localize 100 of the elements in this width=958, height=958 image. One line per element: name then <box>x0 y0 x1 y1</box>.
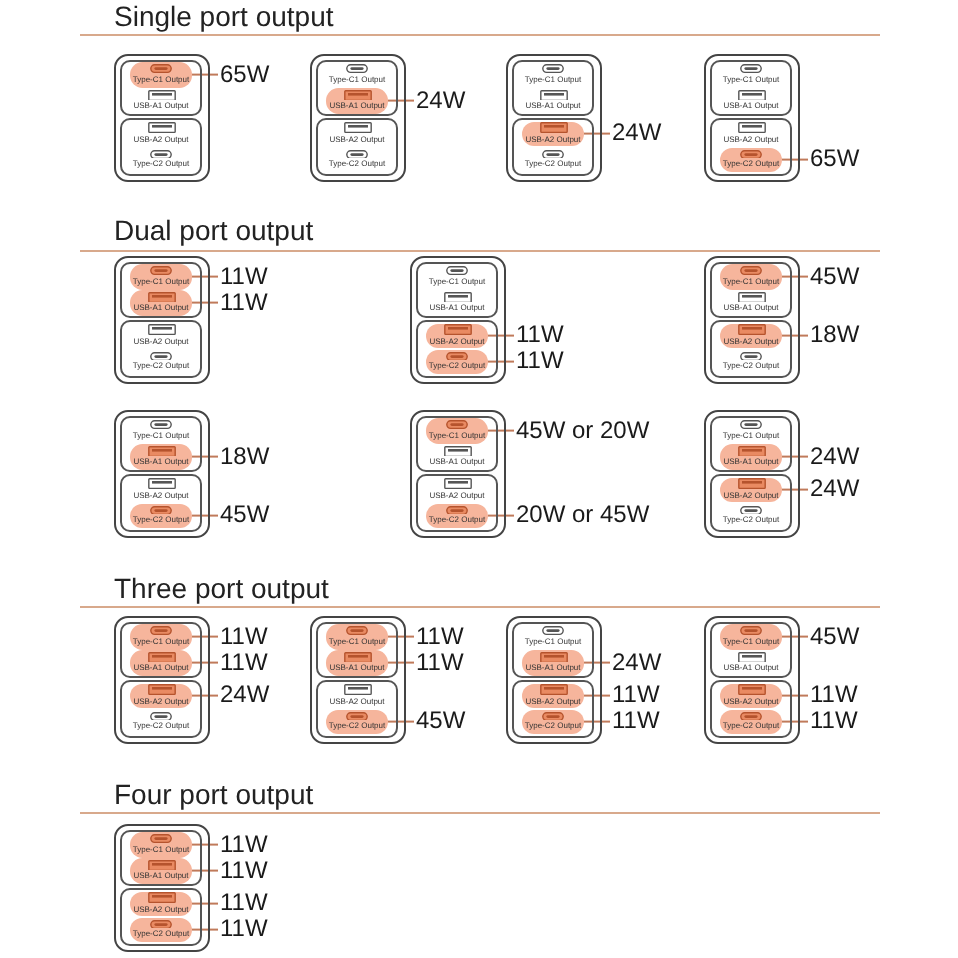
port-module <box>416 320 499 377</box>
leader-line <box>583 132 611 135</box>
leader-line <box>191 661 219 664</box>
port-highlight <box>130 891 192 916</box>
port-module <box>120 320 203 377</box>
leader-line <box>387 635 415 638</box>
port-highlight <box>326 709 388 734</box>
port-highlight <box>522 709 584 734</box>
port-highlight <box>130 832 192 857</box>
charger-body <box>704 616 800 744</box>
leader-line <box>583 720 611 723</box>
leader-line <box>781 158 809 161</box>
wattage-label: 24W <box>810 476 860 503</box>
wattage-label: 11W <box>220 831 268 858</box>
section-heading: Four port output <box>114 778 314 810</box>
charger-body <box>310 54 406 182</box>
leader-line <box>191 902 219 905</box>
wattage-label: 11W <box>810 708 858 735</box>
leader-line <box>191 514 219 517</box>
port-module <box>120 474 203 531</box>
leader-line <box>781 720 809 723</box>
leader-line <box>191 694 219 697</box>
port-module <box>120 261 203 318</box>
charger-body <box>310 616 406 744</box>
leader-line <box>487 429 515 432</box>
wattage-label: 11W <box>612 708 660 735</box>
wattage-label: 11W <box>220 916 268 943</box>
port-module <box>120 118 203 175</box>
wattage-label: 11W <box>516 348 564 375</box>
wattage-label: 24W <box>612 649 662 676</box>
section-heading: Three port output <box>114 572 329 604</box>
wattage-label: 65W <box>810 146 860 173</box>
port-highlight <box>522 650 584 675</box>
wattage-label: 11W <box>416 649 464 676</box>
port-highlight <box>522 683 584 708</box>
port-highlight <box>720 709 782 734</box>
port-highlight <box>720 683 782 708</box>
port-module <box>316 680 399 737</box>
port-module <box>316 621 399 678</box>
leader-line <box>583 661 611 664</box>
wattage-label: 20W or 45W <box>516 502 650 529</box>
port-highlight <box>426 503 488 528</box>
charger-body <box>114 410 210 538</box>
port-highlight <box>130 444 192 469</box>
port-module <box>710 261 793 318</box>
wattage-label: 45W <box>416 708 466 735</box>
charger-body <box>704 54 800 182</box>
port-highlight <box>130 683 192 708</box>
leader-line <box>487 514 515 517</box>
wattage-label: 45W or 20W <box>516 417 650 444</box>
wattage-label: 45W <box>220 502 270 529</box>
leader-line <box>191 301 219 304</box>
port-module <box>710 474 793 531</box>
port-highlight <box>326 88 388 113</box>
port-highlight <box>720 323 782 348</box>
section-heading: Dual port output <box>114 214 314 246</box>
wattage-label: 24W <box>612 120 662 147</box>
leader-line <box>387 661 415 664</box>
leader-line <box>191 928 219 931</box>
port-highlight <box>720 264 782 289</box>
port-module <box>416 415 499 472</box>
leader-line <box>583 694 611 697</box>
wattage-label: 11W <box>220 263 268 290</box>
wattage-label: 11W <box>416 623 464 650</box>
port-module <box>710 621 793 678</box>
leader-line <box>781 334 809 337</box>
port-highlight <box>720 477 782 502</box>
leader-line <box>781 488 809 491</box>
port-highlight <box>130 264 192 289</box>
wattage-label: 24W <box>416 87 466 114</box>
section-heading: Single port output <box>114 0 334 32</box>
port-module <box>710 320 793 377</box>
port-module <box>120 415 203 472</box>
port-highlight <box>426 323 488 348</box>
port-highlight <box>130 624 192 649</box>
wattage-label: 18W <box>810 322 860 349</box>
wattage-label: 11W <box>516 322 564 349</box>
wattage-label: 11W <box>220 623 268 650</box>
port-module <box>512 680 595 737</box>
wattage-label: 45W <box>810 263 860 290</box>
charger-body <box>506 616 602 744</box>
wattage-label: 65W <box>220 61 270 88</box>
port-highlight <box>426 349 488 374</box>
leader-line <box>387 99 415 102</box>
leader-line <box>781 635 809 638</box>
port-module <box>120 829 203 886</box>
port-highlight <box>130 917 192 942</box>
leader-line <box>191 635 219 638</box>
leader-line <box>781 694 809 697</box>
port-module <box>512 59 595 116</box>
leader-line <box>191 869 219 872</box>
port-highlight <box>522 121 584 146</box>
port-module <box>120 59 203 116</box>
port-module <box>316 59 399 116</box>
wattage-label: 11W <box>220 857 268 884</box>
port-module <box>120 621 203 678</box>
port-module <box>416 261 499 318</box>
charger-body <box>410 256 506 384</box>
port-module <box>416 474 499 531</box>
wattage-label: 24W <box>220 682 270 709</box>
